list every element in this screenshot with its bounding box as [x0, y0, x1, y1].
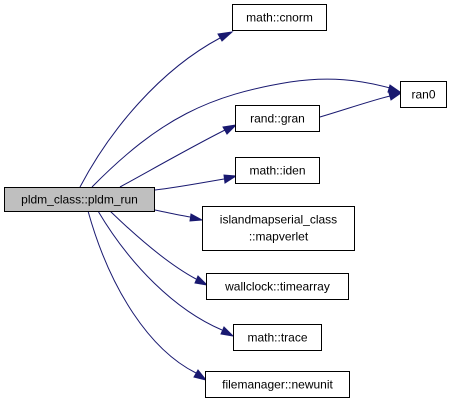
arrowhead-timearray: [194, 275, 209, 286]
arrowhead-newunit: [193, 369, 208, 381]
edge-pldm-run-to-iden: [154, 178, 225, 191]
edge-pldm-run-to-gran: [119, 129, 226, 188]
node-cnorm[interactable]: math::cnorm: [232, 4, 327, 31]
node-label-mapverlet-line2: ::mapverlet: [249, 230, 309, 244]
node-label-timearray: wallclock::timearray: [224, 280, 330, 294]
node-box-newunit: [205, 371, 350, 398]
arrowhead-mapverlet: [189, 213, 204, 222]
edge-pldm-run-to-ran0: [91, 78, 391, 188]
node-label-iden: math::iden: [249, 164, 305, 178]
node-label-ran0: ran0: [411, 88, 435, 102]
arrowhead-gran: [222, 124, 238, 135]
arrowhead-trace: [220, 326, 235, 337]
edge-pldm-run-to-timearray: [109, 210, 197, 280]
node-label-pldm-run: pldm_class::pldm_run: [21, 193, 138, 207]
arrowhead-ran0-from-pldm: [387, 84, 402, 93]
node-label-mapverlet-line1: islandmapserial_class: [220, 213, 337, 227]
node-iden[interactable]: math::iden: [235, 157, 320, 184]
node-ran0[interactable]: ran0: [400, 81, 447, 108]
edges: [79, 31, 403, 381]
edge-pldm-run-to-newunit: [87, 210, 197, 374]
node-newunit[interactable]: filemanager::newunit: [205, 371, 350, 398]
node-box-ran0: [400, 81, 447, 108]
arrowhead-cnorm: [217, 31, 234, 42]
node-pldm-run[interactable]: pldm_class::pldm_run: [4, 187, 155, 212]
node-box-gran: [235, 105, 320, 132]
node-label-trace: math::trace: [247, 331, 307, 345]
node-timearray[interactable]: wallclock::timearray: [206, 273, 349, 300]
node-box-cnorm: [232, 4, 327, 31]
arrowhead-ran0-from-gran: [388, 92, 403, 101]
node-trace[interactable]: math::trace: [233, 324, 322, 351]
node-box-pldm-run: [4, 187, 155, 212]
edge-pldm-run-to-cnorm: [79, 37, 221, 188]
node-box-timearray: [206, 273, 349, 300]
edge-pldm-run-to-trace: [97, 210, 223, 331]
edge-gran-to-ran0: [319, 95, 391, 118]
node-gran[interactable]: rand::gran: [235, 105, 320, 132]
arrowhead-iden: [223, 174, 238, 184]
node-box-iden: [235, 157, 320, 184]
node-label-gran: rand::gran: [250, 112, 305, 126]
node-box-trace: [233, 324, 322, 351]
node-label-newunit: filemanager::newunit: [222, 378, 333, 392]
node-label-cnorm: math::cnorm: [246, 11, 313, 25]
edge-pldm-run-to-mapverlet: [154, 209, 191, 218]
node-box-mapverlet: [202, 206, 355, 251]
node-mapverlet[interactable]: islandmapserial_class ::mapverlet: [202, 206, 355, 251]
